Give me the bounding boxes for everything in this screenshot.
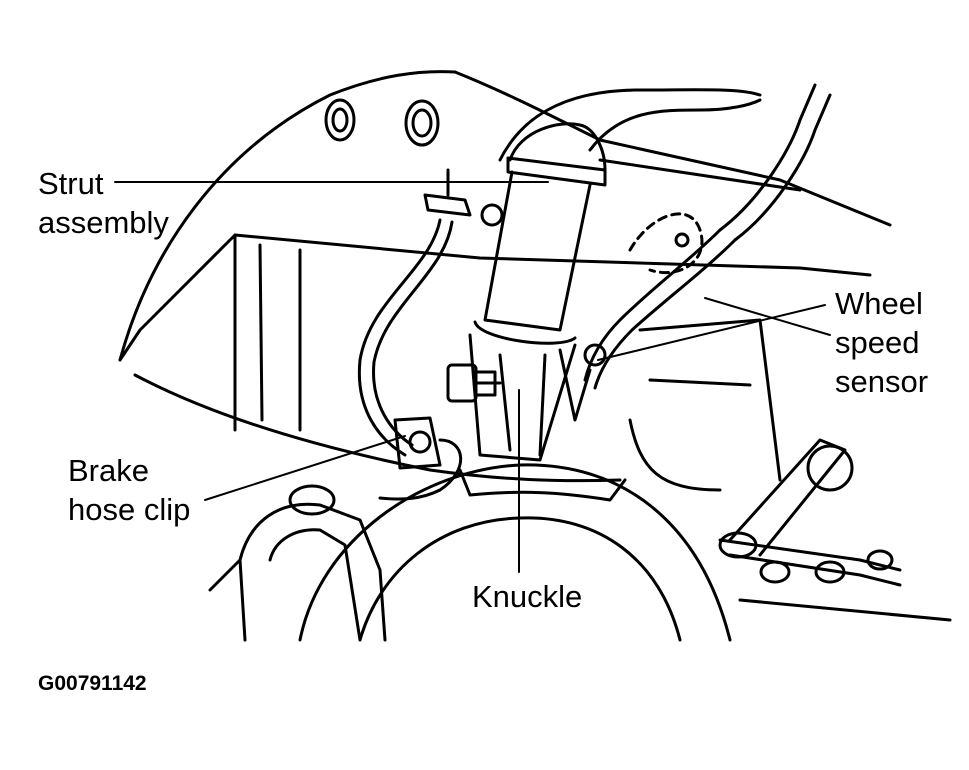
caliper-inner [270, 530, 360, 640]
caliper-body [240, 504, 385, 640]
strut-bracket-inner2 [540, 355, 545, 455]
strut-bracket-inner [500, 355, 510, 450]
brake-hose-inner [374, 222, 452, 445]
frame-line-right-2 [650, 380, 750, 385]
sensor-harness [585, 230, 720, 380]
brake-line-to-caliper [380, 440, 461, 499]
tie-rod-end [720, 533, 756, 557]
wheel-stud-3 [868, 551, 892, 569]
mount-hole-1-inner [333, 109, 347, 131]
brake-hose-bracket [425, 195, 470, 215]
label-brake-hose-line2: hose clip [68, 492, 191, 527]
fender-arch [120, 72, 455, 360]
cowl-line [600, 160, 800, 190]
leader-wheel-speed-1 [598, 305, 825, 360]
inner-panel-top [235, 235, 870, 275]
strut-collar [508, 158, 605, 185]
inner-panel-rib2 [260, 245, 262, 420]
mount-hole-2 [406, 101, 438, 145]
bracket-bolt-thread [476, 372, 495, 395]
upper-hose-inner [590, 100, 760, 150]
sensor-clip-dashed [630, 214, 702, 273]
caliper-lower [210, 560, 245, 640]
strut-body [485, 172, 590, 330]
strut-cap [510, 124, 605, 170]
caliper-bolt [290, 486, 334, 514]
strut-bracket-flange [560, 350, 590, 420]
strut-bracket [470, 335, 575, 460]
leader-brake-clip [205, 436, 405, 500]
label-knuckle: Knuckle [472, 579, 583, 614]
label-brake-hose-line1: Brake [68, 453, 149, 488]
figure-id: G00791142 [38, 672, 147, 695]
body-panel-top [455, 72, 890, 225]
mount-hole-3 [482, 205, 502, 225]
sensor-harness-up-2 [735, 95, 830, 240]
brake-hose-clip [395, 418, 440, 468]
mount-hole-2-inner [413, 110, 431, 136]
fender-panel [120, 235, 235, 430]
label-wheel-speed-line2: speed [835, 325, 920, 360]
frame-line-right-3 [630, 420, 720, 490]
label-strut-line1: Strut [38, 166, 104, 201]
wheel-stud-2 [816, 562, 844, 582]
sensor-harness-up [720, 85, 815, 230]
label-wheel-speed-line3: sensor [835, 364, 929, 399]
wheel-stud-1 [761, 562, 789, 582]
wheel-speed-sensor [585, 345, 605, 365]
frame-line-right-4 [740, 600, 950, 620]
hub-face [460, 470, 625, 500]
leader-wheel-speed-2 [705, 298, 830, 335]
brake-hose-outer [359, 220, 440, 455]
mount-hole-1 [326, 100, 354, 140]
label-strut-line2: assembly [38, 205, 169, 240]
lower-arm [730, 440, 845, 555]
arm-bushing [808, 446, 852, 490]
strut-lower-ring [475, 322, 575, 343]
sensor-clip-hole [676, 234, 688, 246]
upper-hose [500, 90, 760, 160]
label-wheel-speed-line1: Wheel [835, 286, 923, 321]
sensor-harness-2 [595, 240, 735, 388]
brake-hose-clip-ring [410, 432, 430, 452]
